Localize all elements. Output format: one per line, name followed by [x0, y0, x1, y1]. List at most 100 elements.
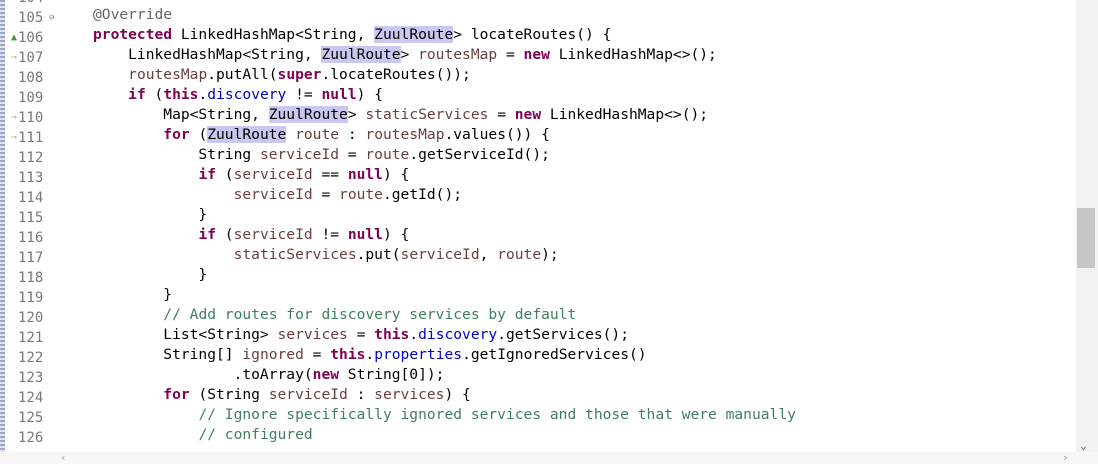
code-token: .getServiceId();: [409, 146, 550, 163]
override-arrow-icon[interactable]: ▲: [11, 32, 18, 43]
code-token: null: [347, 166, 383, 183]
vertical-scroll-thumb[interactable]: [1077, 208, 1095, 268]
code-token: [93, 226, 198, 243]
code-token: ) {: [356, 86, 384, 103]
code-line[interactable]: // Add routes for discovery services by …: [93, 305, 576, 325]
code-line[interactable]: }: [93, 265, 207, 285]
line-number: 108: [18, 70, 44, 86]
code-line[interactable]: String serviceId = route.getServiceId();: [93, 145, 550, 165]
bookmark-arrow-icon[interactable]: ⇒: [11, 52, 18, 63]
code-token: [93, 246, 234, 263]
code-token: route: [365, 146, 410, 163]
code-comment: // Add routes for discovery services by …: [163, 306, 577, 323]
code-token: (: [216, 226, 234, 243]
code-token: .getServices();: [497, 326, 629, 343]
code-token: if: [198, 226, 217, 243]
code-token: LinkedHashMap<String,: [93, 46, 322, 63]
code-line[interactable]: if (serviceId != null) {: [93, 225, 409, 245]
code-token: !=: [286, 86, 322, 103]
code-line[interactable]: List<String> services = this.discovery.g…: [93, 325, 629, 345]
code-token: route: [339, 186, 383, 203]
code-token: =: [303, 346, 331, 363]
code-token: [93, 126, 163, 143]
code-token: [93, 186, 234, 203]
line-number-gutter: 1041051061071081091101111121131141151161…: [5, 0, 67, 452]
code-line[interactable]: routesMap.putAll(super.locateRoutes());: [93, 65, 471, 85]
horizontal-scrollbar[interactable]: ‹ ›: [0, 452, 1098, 464]
code-token: LinkedHashMap<>();: [549, 46, 717, 63]
code-token: properties: [374, 346, 463, 363]
line-number: 124: [18, 390, 44, 406]
bookmark-arrow-icon[interactable]: ⇒: [11, 132, 18, 143]
code-line[interactable]: // configured: [93, 425, 313, 445]
code-line[interactable]: serviceId = route.getId();: [93, 185, 462, 205]
code-token: serviceId: [400, 246, 480, 263]
code-token: this: [163, 86, 199, 103]
code-token: routesMap: [128, 66, 208, 83]
code-line[interactable]: protected LinkedHashMap<String, ZuulRout…: [93, 25, 611, 45]
code-token: this: [330, 346, 366, 363]
code-token: .: [365, 346, 375, 363]
line-number: 109: [18, 90, 44, 106]
code-token: =: [339, 146, 366, 163]
code-token: services: [277, 326, 348, 343]
code-token: }: [93, 286, 173, 303]
vertical-scrollbar[interactable]: ⌄: [1076, 0, 1098, 452]
chevron-right-icon[interactable]: ›: [1062, 451, 1069, 464]
code-token: =: [347, 326, 375, 343]
line-number: 122: [18, 350, 44, 366]
code-comment: // configured: [198, 426, 313, 443]
chevron-down-icon[interactable]: ⌄: [1080, 439, 1087, 452]
bookmark-arrow-icon[interactable]: ⇒: [11, 112, 18, 123]
line-number: 120: [18, 310, 44, 326]
code-token: new: [312, 366, 340, 383]
code-token: (: [189, 126, 208, 143]
code-line[interactable]: }: [93, 285, 172, 305]
code-line[interactable]: if (this.discovery != null) {: [93, 85, 383, 105]
code-token: (: [145, 86, 164, 103]
collapse-icon[interactable]: ⊖: [49, 13, 55, 23]
code-line[interactable]: Map<String, ZuulRoute> staticServices = …: [93, 105, 708, 125]
code-line[interactable]: staticServices.put(serviceId, route);: [93, 245, 559, 265]
code-token: routesMap: [418, 46, 498, 63]
code-line[interactable]: LinkedHashMap<String, ZuulRoute> routesM…: [93, 45, 717, 65]
chevron-left-icon[interactable]: ‹: [60, 451, 67, 464]
code-line[interactable]: // Ignore specifically ignored services …: [93, 405, 795, 425]
code-token: serviceId: [268, 386, 348, 403]
code-token: ) {: [382, 226, 410, 243]
line-number: 126: [18, 430, 44, 446]
code-line[interactable]: @Override: [93, 5, 172, 25]
code-token: :: [347, 386, 375, 403]
code-token: ,: [479, 246, 498, 263]
line-number: 115: [18, 210, 44, 226]
code-line[interactable]: for (String serviceId : services) {: [93, 385, 471, 405]
code-token: [93, 426, 198, 443]
code-token: =: [497, 46, 524, 63]
code-token: ==: [312, 166, 348, 183]
code-area[interactable]: @Override protected LinkedHashMap<String,…: [93, 0, 1073, 452]
code-line[interactable]: String[] ignored = this.properties.getIg…: [93, 345, 646, 365]
code-token: =: [312, 186, 340, 203]
code-token: !=: [312, 226, 348, 243]
code-token: [93, 166, 198, 183]
line-number: 104: [18, 0, 43, 8]
code-token: new: [514, 106, 542, 123]
code-token: this: [374, 326, 410, 343]
code-token: staticServices: [365, 106, 489, 123]
code-token: null: [321, 86, 357, 103]
code-token: ) {: [444, 386, 471, 403]
code-line[interactable]: for (ZuulRoute route : routesMap.values(…: [93, 125, 550, 145]
code-token: >: [347, 106, 366, 123]
code-token: staticServices: [233, 246, 357, 263]
line-number: 114: [18, 190, 44, 206]
code-token: @Override: [93, 6, 173, 23]
code-token: String[0]);: [339, 366, 445, 383]
line-number: 110: [18, 110, 44, 126]
code-line[interactable]: if (serviceId == null) {: [93, 165, 409, 185]
code-token: );: [541, 246, 559, 263]
code-token: discovery: [207, 86, 287, 103]
line-number: 116: [18, 230, 44, 246]
code-line[interactable]: }: [93, 205, 207, 225]
code-line[interactable]: .toArray(new String[0]);: [93, 365, 445, 385]
